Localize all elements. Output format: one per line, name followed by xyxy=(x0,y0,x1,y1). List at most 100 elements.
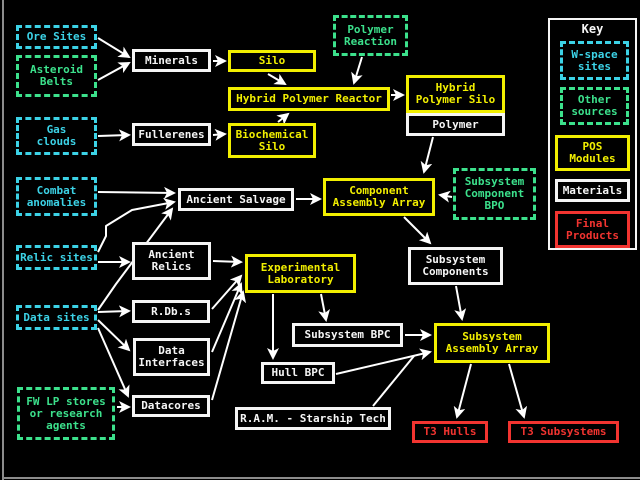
arrow-component-assembly-array-to-subsystem-components xyxy=(403,216,432,245)
node-t3-hulls: T3 Hulls xyxy=(412,421,488,443)
arrow-data-interfaces-to-experimental-laboratory xyxy=(211,282,243,353)
node-asteroid-belts: Asteroid Belts xyxy=(16,55,97,97)
arrow-relic-sites-to-ancient-salvage xyxy=(97,197,176,253)
node-label: Subsystem BPC xyxy=(304,328,391,341)
key-item-label: Materials xyxy=(562,183,623,197)
node-hybrid-polymer-reactor: Hybrid Polymer Reactor xyxy=(228,87,390,111)
key-item-w-space-sites: W-space sites xyxy=(560,41,629,80)
arrow-data-sites-to-ancient-salvage xyxy=(97,207,174,311)
key-item-final-products: Final Products xyxy=(555,211,630,248)
node-label: Silo xyxy=(258,54,286,67)
node-data-sites: Data sites xyxy=(16,305,97,330)
node-label: Experimental Laboratory xyxy=(260,260,341,286)
node-label: Relic sites xyxy=(20,250,93,264)
node-label: Data sites xyxy=(23,310,90,324)
node-ancient-relics: Ancient Relics xyxy=(132,242,211,280)
arrow-gas-clouds-to-fullerenes xyxy=(97,129,131,142)
arrow-subsystem-component-bpo-to-component-assembly-array xyxy=(438,190,453,203)
node-label: Subsystem Components xyxy=(422,253,489,278)
node-t3-subsystems: T3 Subsystems xyxy=(508,421,619,443)
node-label: Datacores xyxy=(141,399,201,412)
screen-edge-left xyxy=(2,0,4,480)
key-item-materials: Materials xyxy=(555,179,630,202)
key-item-label: W-space sites xyxy=(571,47,618,73)
node-datacores: Datacores xyxy=(132,395,210,417)
arrow-ore-sites-to-minerals xyxy=(97,37,131,59)
node-label: T3 Subsystems xyxy=(520,425,607,438)
node-label: Biochemical Silo xyxy=(235,127,309,153)
node-label: T3 Hulls xyxy=(423,425,477,438)
arrow-subsystem-components-to-subsystem-assembly-array xyxy=(454,285,467,321)
key-title: Key xyxy=(581,22,604,36)
screen-edge-bottom xyxy=(2,477,640,479)
node-biochemical-silo: Biochemical Silo xyxy=(228,123,316,158)
node-ram-starship-tech: R.A.M. - Starship Tech xyxy=(235,407,391,430)
node-ancient-salvage: Ancient Salvage xyxy=(178,188,294,211)
node-label: Component Assembly Array xyxy=(332,184,426,209)
arrow-ram-starship-tech-to-subsystem-assembly-array xyxy=(372,355,415,407)
node-ore-sites: Ore Sites xyxy=(16,25,97,49)
arrow-subsystem-assembly-array-to-t3-hulls xyxy=(453,363,472,419)
arrow-subsystem-assembly-array-to-t3-subsystems xyxy=(508,363,528,419)
node-combat-anomalies: Combat anomalies xyxy=(16,177,97,216)
node-label: Ancient Relics xyxy=(148,248,195,273)
node-polymer-reaction: Polymer Reaction xyxy=(333,15,408,56)
node-label: Gas clouds xyxy=(36,123,77,148)
node-hybrid-polymer-silo: Hybrid Polymer Silo xyxy=(406,75,505,113)
arrow-fullerenes-to-biochemical-silo xyxy=(212,128,227,141)
node-fw-lp-stores: FW LP stores or research agents xyxy=(17,387,115,440)
node-label: Combat anomalies xyxy=(26,183,87,209)
node-label: Hybrid Polymer Reactor xyxy=(236,92,382,105)
arrow-hull-bpc-to-subsystem-assembly-array xyxy=(335,348,432,375)
node-subsystem-assembly-array: Subsystem Assembly Array xyxy=(434,323,550,363)
node-label: Hybrid Polymer Silo xyxy=(415,81,496,106)
node-label: Polymer Reaction xyxy=(344,22,397,48)
key-item-pos-modules: POS Modules xyxy=(555,135,630,171)
node-label: Ancient Salvage xyxy=(186,192,286,206)
node-label: Ore Sites xyxy=(26,30,87,43)
arrow-data-sites-to-data-interfaces xyxy=(97,319,131,352)
node-label: Subsystem Component BPO xyxy=(464,175,525,212)
arrow-combat-anomalies-to-ancient-salvage xyxy=(97,186,176,199)
node-component-assembly-array: Component Assembly Array xyxy=(323,178,435,216)
node-label: Data Interfaces xyxy=(138,344,205,369)
key-item-label: POS Modules xyxy=(569,140,616,165)
arrow-biochemical-silo-to-hybrid-polymer-reactor xyxy=(276,112,290,125)
key-item-other-sources: Other sources xyxy=(560,87,629,125)
node-rdbs: R.Db.s xyxy=(132,300,210,323)
node-label: Polymer xyxy=(432,117,479,131)
arrow-experimental-laboratory-to-subsystem-bpc xyxy=(318,293,331,322)
node-label: FW LP stores or research agents xyxy=(26,394,106,432)
arrow-ancient-relics-to-experimental-laboratory xyxy=(212,255,243,268)
node-subsystem-component-bpo: Subsystem Component BPO xyxy=(453,168,536,220)
arrow-data-sites-to-rdbs xyxy=(97,305,131,318)
node-hull-bpc: Hull BPC xyxy=(261,362,335,384)
node-subsystem-components: Subsystem Components xyxy=(408,247,503,285)
key-item-label: Final Products xyxy=(566,216,619,242)
node-experimental-laboratory: Experimental Laboratory xyxy=(245,254,356,293)
node-data-interfaces: Data Interfaces xyxy=(133,338,210,376)
node-label: Asteroid Belts xyxy=(30,63,83,88)
node-subsystem-bpc: Subsystem BPC xyxy=(292,323,403,347)
node-relic-sites: Relic sites xyxy=(16,245,97,270)
arrow-asteroid-belts-to-minerals xyxy=(97,62,131,81)
node-polymer: Polymer xyxy=(406,113,505,136)
node-label: R.Db.s xyxy=(151,304,191,318)
node-fullerenes: Fullerenes xyxy=(132,123,211,146)
arrow-silo-to-hybrid-polymer-reactor xyxy=(267,73,287,86)
node-label: Fullerenes xyxy=(138,127,205,141)
node-label: Minerals xyxy=(145,53,198,67)
node-label: Subsystem Assembly Array xyxy=(445,330,539,355)
key-panel: Key W-space sites Other sources POS Modu… xyxy=(548,18,637,250)
key-item-label: Other sources xyxy=(571,93,618,118)
node-gas-clouds: Gas clouds xyxy=(16,117,97,155)
arrow-polymer-to-component-assembly-array xyxy=(420,136,434,174)
arrow-polymer-reaction-to-hybrid-polymer-reactor xyxy=(351,56,363,85)
node-label: Hull BPC xyxy=(271,366,325,379)
arrow-datacores-to-experimental-laboratory xyxy=(211,290,247,401)
node-silo: Silo xyxy=(228,50,316,72)
arrow-data-sites-to-datacores xyxy=(97,327,130,398)
node-minerals: Minerals xyxy=(132,49,211,72)
